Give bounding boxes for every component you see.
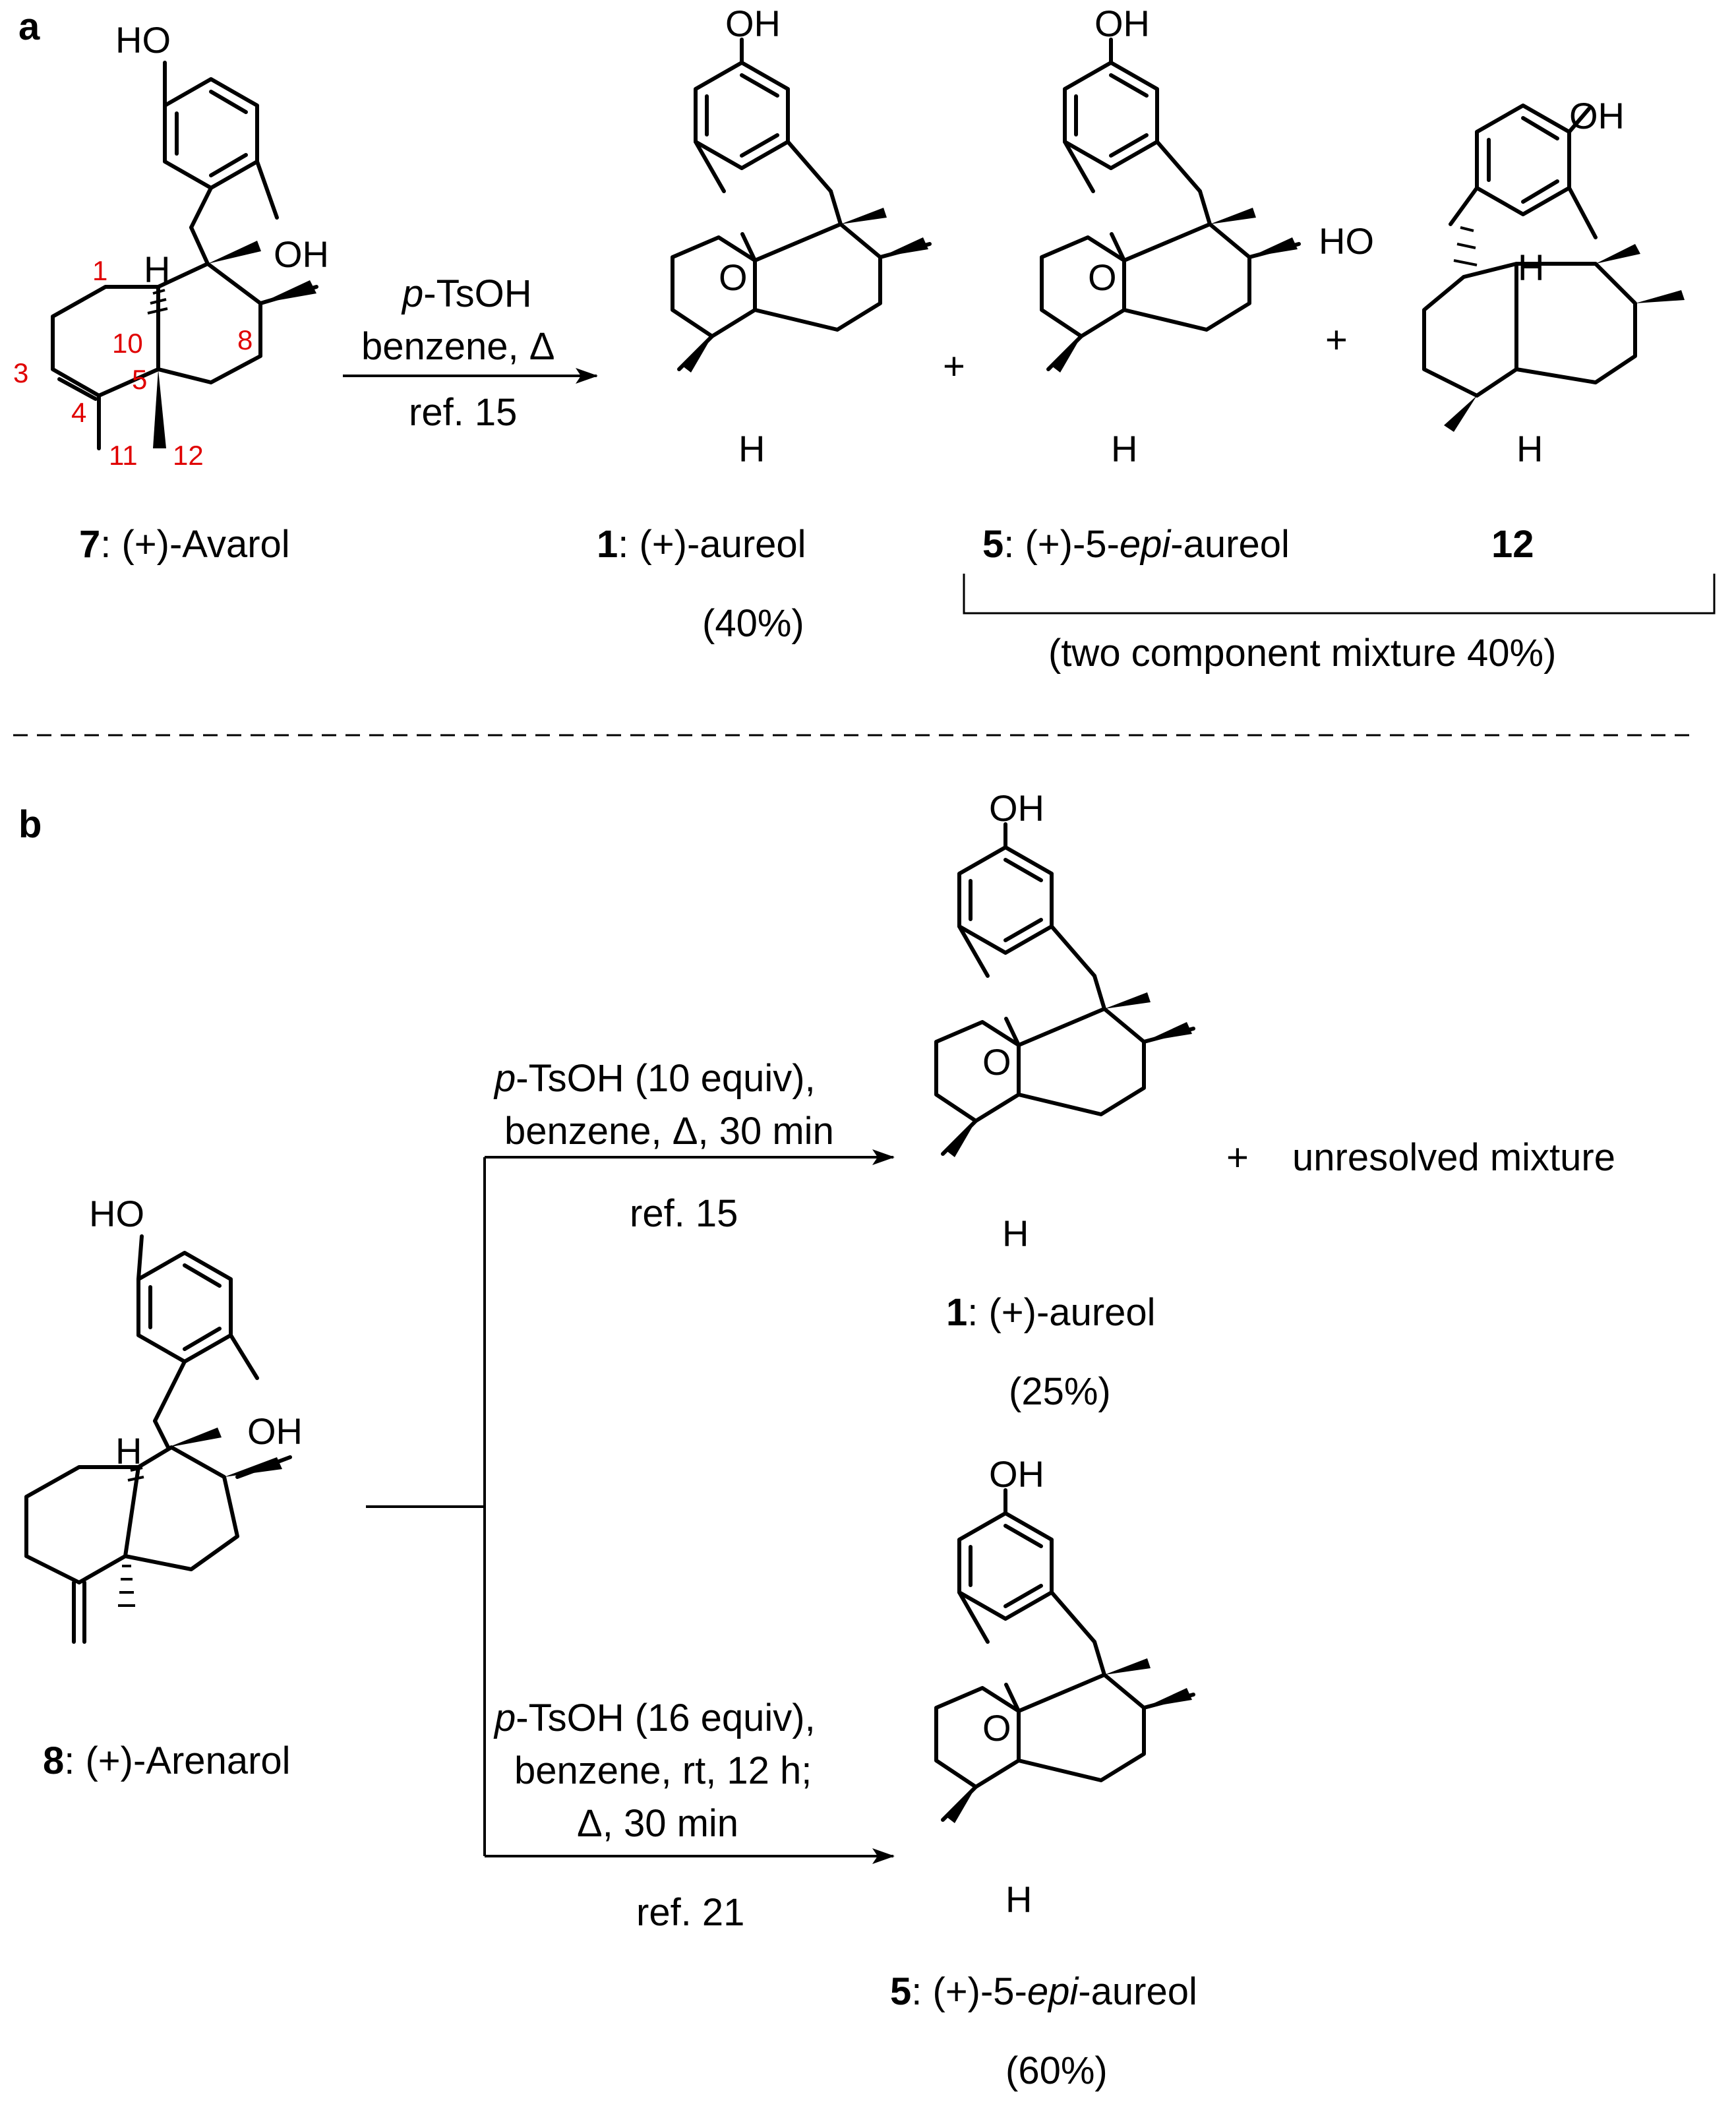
conditions-a-line2: benzene, Δ	[361, 325, 555, 368]
avarol-oh-label: OH	[274, 233, 329, 275]
conditions-a-line3: ref. 15	[409, 391, 517, 434]
plus-b: +	[1226, 1136, 1249, 1179]
epi-aureol-structure-b: OH O H	[936, 1453, 1193, 1920]
conditions-b-bottom-line3: Δ, 30 min	[577, 1802, 738, 1845]
svg-text:OH: OH	[989, 1453, 1044, 1495]
aureol-structure-a: OH O H	[673, 3, 930, 469]
aureol-caption-b: 1: (+)-aureol	[946, 1291, 1156, 1334]
epi-aureol-caption-a: 5: (+)-5-epi-aureol	[982, 523, 1290, 566]
svg-text:H: H	[1002, 1213, 1029, 1254]
avarol-caption: 7: (+)-Avarol	[79, 523, 290, 566]
avarol-num-12: 12	[173, 440, 204, 471]
conditions-b-top-line1: p-TsOH (10 equiv),	[493, 1057, 816, 1100]
svg-text:OH: OH	[1094, 3, 1150, 44]
svg-text:H: H	[1111, 428, 1137, 469]
mixture-bracket	[963, 574, 1716, 615]
avarol-num-11: 11	[109, 440, 138, 471]
svg-text:OH: OH	[1569, 95, 1625, 136]
avarol-num-1: 1	[92, 255, 107, 286]
avarol-num-4: 4	[71, 397, 86, 428]
plus-a-1: +	[943, 345, 965, 388]
arenarol-structure: HO OH H	[24, 1193, 303, 1644]
avarol-num-10: 10	[112, 328, 143, 359]
conditions-b-top-line2: benzene, Δ, 30 min	[504, 1110, 834, 1153]
epi-aureol-caption-b: 5: (+)-5-epi-aureol	[890, 1970, 1197, 2013]
conditions-b-bottom-line4: ref. 21	[636, 1891, 744, 1934]
svg-text:HO: HO	[89, 1193, 144, 1234]
svg-text:H: H	[1518, 247, 1544, 288]
avarol-num-3: 3	[13, 357, 28, 388]
aureol-yield-b: (25%)	[1009, 1370, 1111, 1413]
svg-text:O: O	[719, 256, 748, 298]
avarol-num-5: 5	[132, 364, 147, 395]
conditions-b-top-line3: ref. 15	[630, 1192, 738, 1235]
svg-text:HO: HO	[1319, 220, 1374, 262]
svg-text:H: H	[738, 428, 765, 469]
svg-text:O: O	[1088, 256, 1117, 298]
svg-text:OH: OH	[247, 1410, 303, 1452]
svg-text:O: O	[982, 1041, 1011, 1083]
conditions-a-line1: p-TsOH	[401, 272, 532, 315]
svg-text:H: H	[1516, 428, 1543, 469]
mixture-note: (two component mixture 40%)	[1048, 632, 1556, 675]
svg-text:H: H	[115, 1430, 142, 1472]
svg-text:H: H	[1005, 1879, 1032, 1920]
panel-label-b: b	[18, 803, 42, 846]
avarol-h-label: H	[144, 249, 170, 290]
compound-12-label: 12	[1491, 523, 1534, 566]
plus-a-2: +	[1325, 318, 1348, 361]
conditions-b-bottom-line2: benzene, rt, 12 h;	[514, 1749, 812, 1792]
svg-text:O: O	[982, 1707, 1011, 1749]
aureol-caption-a: 1: (+)-aureol	[597, 523, 806, 566]
arenarol-caption: 8: (+)-Arenarol	[43, 1739, 291, 1782]
unresolved-mixture: unresolved mixture	[1292, 1136, 1615, 1179]
avarol-num-8: 8	[237, 324, 253, 355]
svg-text:OH: OH	[725, 3, 781, 44]
avarol-ho-label: HO	[115, 19, 171, 61]
svg-text:OH: OH	[989, 787, 1044, 829]
conditions-b-bottom-line1: p-TsOH (16 equiv),	[493, 1697, 816, 1739]
aureol-structure-b: OH O H	[936, 787, 1193, 1254]
panel-label-a: a	[18, 5, 40, 48]
avarol-structure: HO OH H 1 3 4 5 8 10 11 12	[13, 19, 329, 471]
compound-12-structure: OH HO H H	[1319, 95, 1685, 469]
epi-aureol-structure-a: OH O H	[1042, 3, 1299, 469]
epi-aureol-yield-b: (60%)	[1005, 2049, 1108, 2092]
aureol-yield-a: (40%)	[702, 602, 804, 645]
